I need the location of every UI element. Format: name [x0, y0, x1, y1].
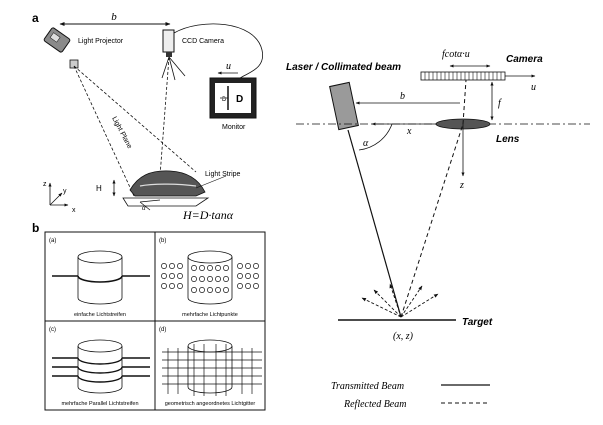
panel-a: a b Light Projector CCD Camera u	[32, 11, 264, 222]
reflected-beam-to-sensor	[462, 79, 467, 125]
cell-c-tag: (c)	[49, 327, 56, 333]
alpha-angle-mark	[139, 199, 161, 211]
light-dot-pattern	[161, 263, 259, 293]
panel-b: b (a) einfache Lichtstreifen (b)	[32, 221, 266, 411]
ccd-camera-icon	[161, 29, 186, 81]
laser-body-icon	[329, 81, 359, 131]
reflected-beam	[400, 123, 464, 318]
light-projector-label: Light Projector	[78, 38, 124, 45]
u-label: u	[226, 61, 231, 72]
panel-a-letter: a	[32, 11, 39, 25]
monitor-label: Monitor	[222, 124, 246, 131]
light-grid-pattern	[162, 344, 262, 396]
x-axis-label: x	[406, 126, 412, 137]
fcot-label: fcotα·u	[442, 49, 470, 60]
light-plane	[73, 56, 197, 197]
transmitted-beam	[347, 129, 402, 318]
monitor-icon	[209, 77, 257, 119]
axis-x-label: x	[72, 207, 76, 214]
cell-a-tag: (a)	[49, 238, 56, 244]
laser-label: Laser / Collimated beam	[286, 62, 401, 73]
alpha-angle-arc	[358, 123, 393, 151]
h-label: H	[96, 184, 102, 193]
cell-d-tag: (d)	[159, 327, 166, 333]
alpha-label-right: α	[363, 138, 369, 149]
cell-d-caption: geometrisch angeordnetes Lichtgitter	[165, 401, 256, 407]
pattern-cell-a: (a) einfache Lichtstreifen	[49, 238, 150, 318]
light-plane-label: Light Plane	[110, 116, 133, 150]
z-axis-label: z	[459, 180, 464, 191]
light-stripe-pointer	[195, 175, 227, 189]
triangulation-diagram: Laser / Collimated beam fcotα·u Camera u…	[286, 49, 590, 410]
camera-label: Camera	[506, 54, 543, 65]
legend: Transmitted Beam Reflected Beam	[331, 381, 490, 410]
cell-a-caption: einfache Lichtstreifen	[74, 312, 126, 318]
height-formula: H=D·tanα	[182, 208, 234, 222]
alpha-label-a: α	[142, 204, 146, 212]
scattered-rays	[361, 283, 439, 318]
target-label: Target	[462, 317, 493, 328]
light-stripe-label: Light Stripe	[205, 171, 241, 178]
lens-label: Lens	[496, 134, 520, 145]
camera-sensor	[420, 71, 506, 81]
u-axis-label: u	[531, 82, 536, 93]
monitor-screen-letter: D	[236, 94, 243, 105]
pattern-cell-b: (b) mehrfache Lichtpunkte	[159, 238, 259, 318]
cell-b-tag: (b)	[159, 238, 166, 244]
f-label: f	[498, 98, 502, 109]
legend-transmitted-label: Transmitted Beam	[331, 381, 404, 392]
cell-c-caption: mehrfache Parallel Lichtstreifen	[61, 401, 138, 407]
axis-z-label: z	[43, 181, 47, 188]
scanned-object	[122, 170, 210, 207]
pattern-cell-c: (c) mehrfache Parallel Lichtstreifen	[49, 327, 150, 407]
b-label: b	[111, 11, 117, 23]
sensor-pixels	[424, 72, 502, 80]
cell-b-caption: mehrfache Lichtpunkte	[182, 312, 238, 318]
panel-b-letter: b	[32, 221, 39, 235]
pattern-cell-d: (d) geometrisch angeordnetes Lichtgitter	[159, 327, 262, 407]
light-projector-icon	[43, 27, 79, 69]
axis-y-label: y	[63, 188, 67, 195]
monitor-d-label: D	[222, 97, 227, 103]
point-label: (x, z)	[393, 331, 414, 342]
coordinate-axes-icon	[48, 182, 69, 207]
camera-cable	[173, 23, 264, 79]
b-label-right: b	[400, 91, 405, 102]
legend-reflected-label: Reflected Beam	[343, 399, 406, 410]
ccd-camera-label: CCD Camera	[182, 38, 224, 45]
